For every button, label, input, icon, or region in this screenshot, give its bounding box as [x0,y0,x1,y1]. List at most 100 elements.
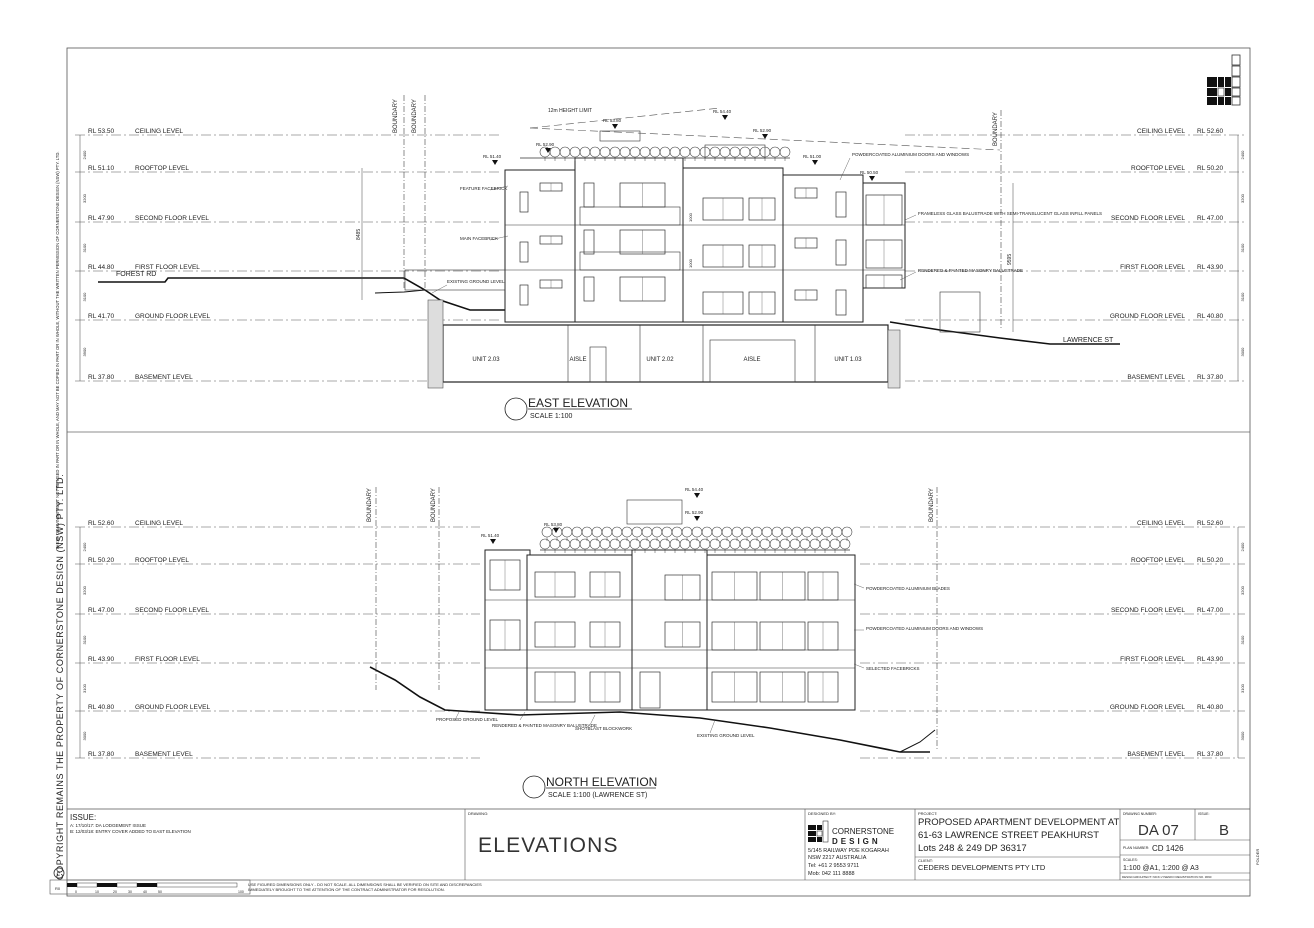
north-boundary-label-1: BOUNDARY [367,488,373,522]
company-mob: Mob: 042 111 8888 [808,871,855,877]
svg-text:100: 100 [238,890,244,894]
east-levels-right-name-5: BASEMENT LEVEL [1127,374,1185,381]
svg-text:c: c [57,871,61,878]
rl-marker-icon [869,176,875,181]
svg-text:50: 50 [158,890,162,894]
scale-bar: R0 0 10 20 30 40 50 100 [55,882,244,894]
north-levels-left-name-5: BASEMENT LEVEL [135,751,193,758]
north-notes-note-6: EXISTING GROUND LEVEL [697,733,755,738]
north-levels-right-rl-5: RL 37.80 [1197,751,1224,758]
east-notes-note-4: FRAMELESS GLASS BALUSTRADE WITH SEMI-TRA… [918,211,1102,216]
issue-b: B: 12/03/18: ENTRY COVER ADDED TO EAST E… [70,829,191,834]
disclaimer-1: USE FIGURED DIMENSIONS ONLY - DO NOT SCA… [248,882,482,887]
issue-heading: ISSUE: [70,813,96,822]
window [519,241,529,263]
east-elevation-title: EAST ELEVATION [528,396,628,410]
north-levels-right-name-1: ROOFTOP LEVEL [1131,557,1185,564]
east-dim-1000a: 1000 [688,212,693,222]
rl-marker-icon [553,528,559,533]
north-levels-right-dim-1: 3200 [1240,585,1245,595]
project-label: PROJECT: [918,811,937,816]
scales-value: 1:100 @A1, 1:200 @ A3 [1123,865,1199,872]
east-levels-left-dim-1: 3200 [82,193,87,203]
east-levels-left-name-5: BASEMENT LEVEL [135,374,193,381]
east-levels-left-dim-2: 3100 [82,243,87,253]
east-levels-left-rl-5: RL 37.80 [88,374,115,381]
north-levels-left-name-4: GROUND FLOOR LEVEL [135,704,211,711]
north-notes-note-2: SELECTED FACEBRICKS [866,666,920,671]
cornerstone-logo-icon [1207,54,1241,106]
north-boundary-label-3: BOUNDARY [929,488,935,522]
north-levels-right-name-2: SECOND FLOOR LEVEL [1111,607,1185,614]
company-tel: Tel: +61 2 9553 9711 [808,863,859,869]
north-levels-left-name-2: SECOND FLOOR LEVEL [135,607,209,614]
svg-text:10: 10 [95,890,99,894]
east-levels-right-rl-0: RL 52.60 [1197,128,1224,135]
copyright-note: COPYRIGHT REMAINS THE PROPERTY OF CORNER… [55,474,65,880]
drawing-number: DA 07 [1138,822,1179,839]
north-levels-right-rl-1: RL 50.20 [1197,557,1224,564]
client-label: CLIENT: [918,858,933,863]
east-unit-label: AISLE [569,357,586,363]
north-levels-left-dim-2: 3100 [82,635,87,645]
company-address-1: 5/145 RAILWAY PDE KOGARAH [808,848,889,854]
window [519,191,529,213]
window [519,284,529,306]
client-name: CEDERS DEVELOPMENTS PTY LTD [918,863,1046,872]
north-levels-right-rl-3: RL 43.90 [1197,656,1224,663]
east-rls-rl-2: RL 52.90 [753,128,772,133]
east-dim-8485: 8485 [356,229,362,240]
north-rls-rl-3: RL 51.40 [481,533,500,538]
east-rls-rl-1: RL 53.80 [603,118,622,123]
north-elevation-title: NORTH ELEVATION [546,775,657,789]
north-levels-left-rl-5: RL 37.80 [88,751,115,758]
east-levels-left-rl-0: RL 53.50 [88,128,115,135]
north-levels-left-name-1: ROOFTOP LEVEL [135,557,189,564]
east-levels-right-dim-0: 2400 [1240,150,1245,160]
north-levels-right-dim-0: 2400 [1240,542,1245,552]
north-levels-left-dim-1: 3200 [82,585,87,595]
north-levels-right-dim-4: 3000 [1240,731,1245,741]
east-levels-left-rl-1: RL 51.10 [88,165,115,172]
window [835,191,847,218]
issue-letter: B [1219,822,1229,839]
rl-marker-icon [492,160,498,165]
east-forest-rd: FOREST RD [116,271,156,278]
project-line-2: 61-63 LAWRENCE STREET PEAKHURST [918,830,1099,841]
east-unit-label: UNIT 2.02 [646,357,674,363]
east-lawrence-st: LAWRENCE ST [1063,337,1114,344]
drawing-title: ELEVATIONS [478,834,619,857]
north-levels-right-rl-0: RL 52.60 [1197,520,1224,527]
window [583,182,595,208]
east-levels-right-rl-5: RL 37.80 [1197,374,1224,381]
east-levels-right-name-0: CEILING LEVEL [1137,128,1185,135]
window [835,239,847,266]
east-levels-right-name-2: SECOND FLOOR LEVEL [1111,215,1185,222]
east-unit-label: AISLE [743,357,760,363]
east-boundary-label-2: BOUNDARY [412,99,418,133]
east-dim-9595: 9595 [1007,254,1013,265]
designed-by-label: DESIGNED BY: [808,811,836,816]
east-levels-right-dim-3: 3100 [1240,292,1245,302]
east-levels-left-rl-3: RL 44.80 [88,264,115,271]
east-elevation-scale: SCALE 1:100 [530,413,573,420]
rl-marker-icon [612,124,618,129]
east-levels-left-name-2: SECOND FLOOR LEVEL [135,215,209,222]
east-notes-note-0: FEATURE FACEBRICK [460,186,507,191]
north-notes-note-0: POWDERCOATED ALUMINIUM BLADES [866,586,950,591]
east-levels-right-rl-3: RL 43.90 [1197,264,1224,271]
drawing-label: DRAWING: [468,811,488,816]
east-notes-note-1: MAIN FACEBRICK [460,236,498,241]
drawing-number-label: DRAWING NUMBER: [1123,812,1157,816]
east-levels-left-dim-3: 3100 [82,292,87,302]
design-architect: DESIGN ARCHITECT: NICK LYSENKO REGISTRAT… [1122,875,1212,879]
project-line-1: PROPOSED APARTMENT DEVELOPMENT AT [918,817,1120,828]
north-notes-note-5: SHOTBLAST BLOCKWORK [575,726,632,731]
east-levels-right-rl-2: RL 47.00 [1197,215,1224,222]
north-rls-rl-0: RL 54.40 [685,487,704,492]
north-boundary-label-2: BOUNDARY [431,488,437,522]
plan-number: CD 1426 [1152,844,1184,853]
rl-marker-icon [812,160,818,165]
north-levels-left-rl-3: RL 43.90 [88,656,115,663]
